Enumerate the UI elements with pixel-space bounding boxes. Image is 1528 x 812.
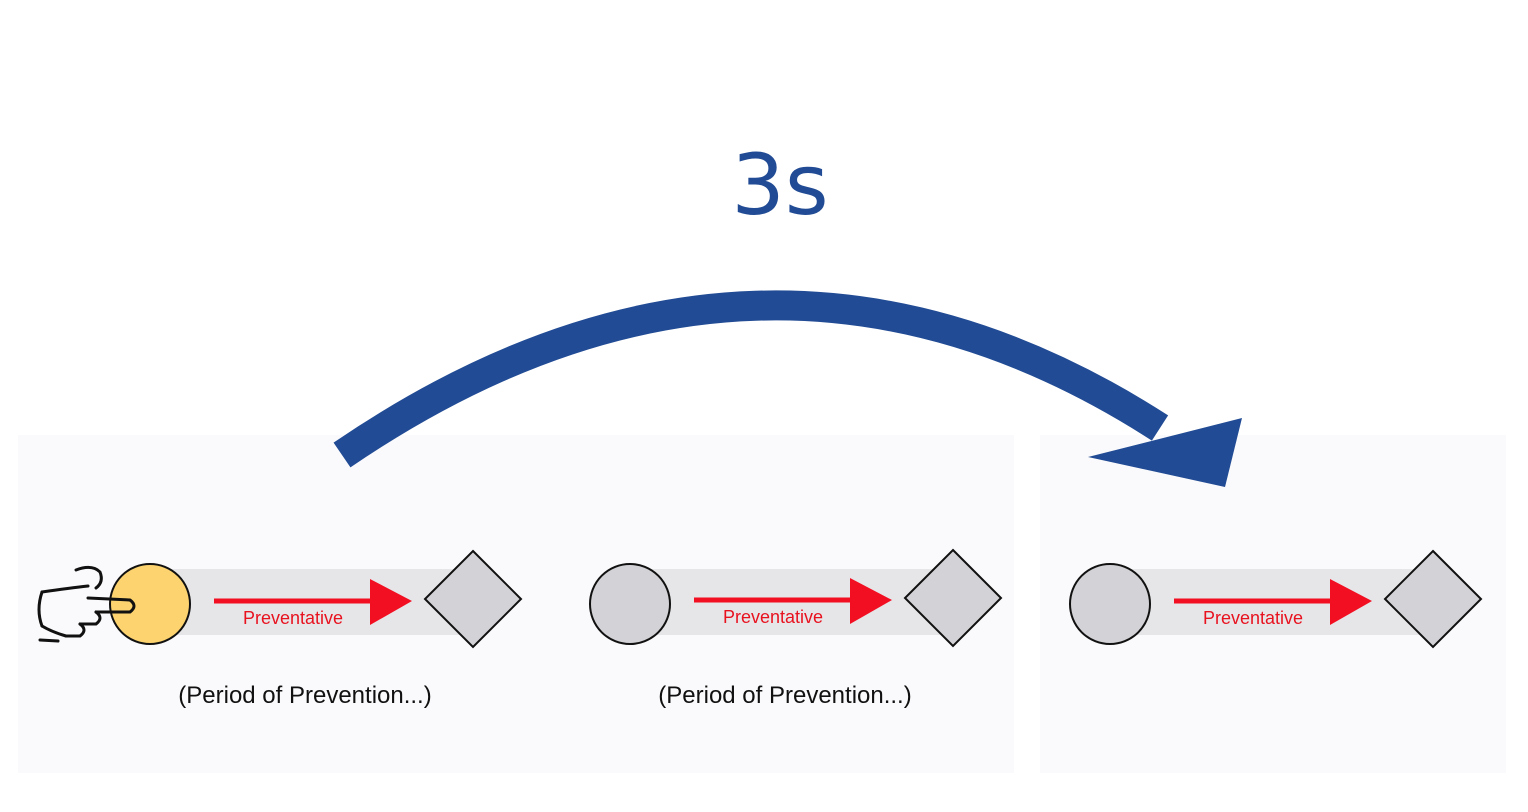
step-2: Preventative <box>589 548 1003 648</box>
flow-arrowhead <box>1330 579 1372 625</box>
flow-arrowhead <box>850 578 892 624</box>
transition-arc <box>333 290 1169 468</box>
decision-node <box>1383 549 1483 649</box>
start-node[interactable] <box>589 563 671 645</box>
decision-node <box>423 549 523 649</box>
flow-label: Preventative <box>723 607 823 627</box>
start-node[interactable] <box>1069 563 1151 645</box>
start-node-active[interactable] <box>109 563 191 645</box>
step-caption: (Period of Prevention...) <box>178 682 432 709</box>
duration-label: 3s <box>731 136 829 234</box>
step-1: Preventative <box>37 549 523 649</box>
flow-label: Preventative <box>243 608 343 628</box>
hand-pointer-icon <box>37 565 136 643</box>
step-3: Preventative <box>1069 549 1483 649</box>
transition-arc-arrow <box>333 290 1242 487</box>
decision-node <box>903 548 1003 648</box>
transition-arrowhead <box>1088 418 1242 487</box>
flow-label: Preventative <box>1203 608 1303 628</box>
step-caption: (Period of Prevention...) <box>658 682 912 709</box>
flow-arrowhead <box>370 579 412 625</box>
